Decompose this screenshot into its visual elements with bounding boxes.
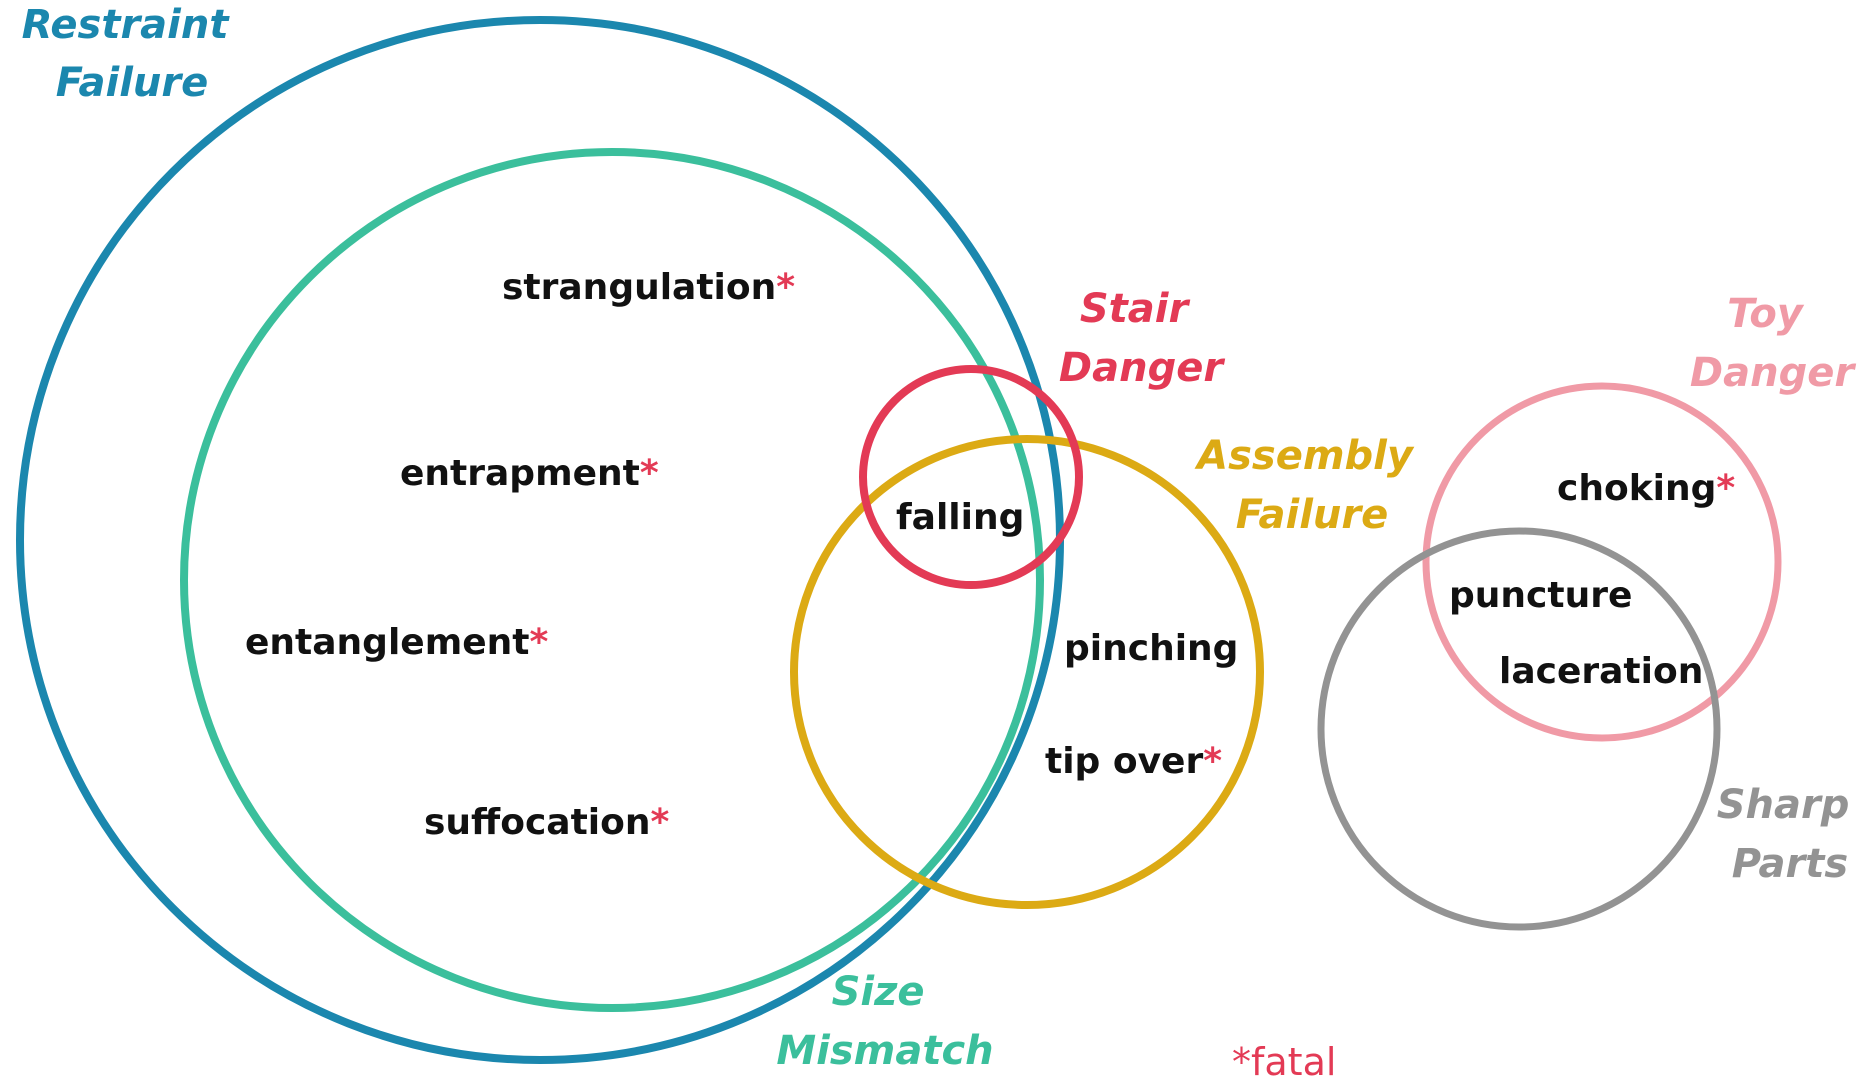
toy-danger-label: Toy Danger [1690,291,1856,396]
entrapment-label: entrapment* [400,453,659,494]
restraint-failure-label: Restraint Failure [22,2,243,106]
fatal-legend: *fatal [1232,1040,1336,1084]
falling-label: falling [896,497,1024,538]
toy-danger-circle [1422,382,1782,742]
size-mismatch-label: Size Mismatch [776,969,993,1074]
tip-over-label: tip over* [1045,741,1222,782]
suffocation-label: suffocation* [424,802,670,843]
sharp-parts-label: Sharp Parts [1717,782,1861,887]
assembly-failure-circle [790,435,1264,909]
size-mismatch-circle [180,148,1044,1012]
restraint-failure-circle [16,16,1064,1064]
stair-danger-label: Stair Danger [1059,286,1225,391]
pinching-label: pinching [1064,628,1238,669]
stair-danger-circle [859,365,1083,589]
strangulation-label: strangulation* [502,267,795,308]
laceration-label: laceration [1499,651,1703,692]
choking-label: choking* [1557,468,1735,509]
assembly-failure-label: Assembly Failure [1194,433,1427,538]
entanglement-label: entanglement* [245,622,548,663]
puncture-label: puncture [1449,575,1632,616]
sharp-parts-circle [1317,527,1721,931]
